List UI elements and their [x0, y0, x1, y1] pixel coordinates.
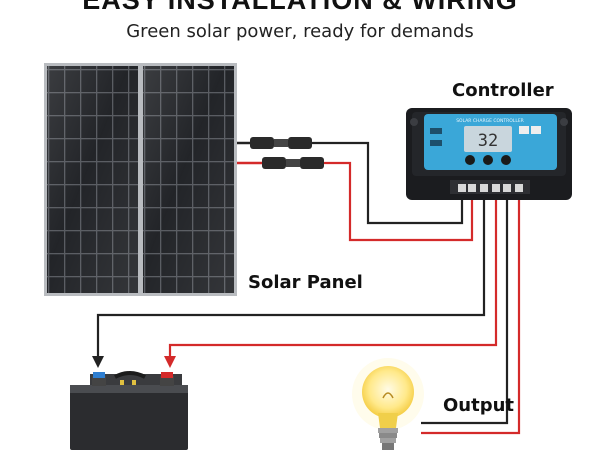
controller-button-middle	[483, 155, 493, 165]
mc4-connector-icon	[237, 137, 324, 169]
controller-display-value: 32	[478, 131, 498, 151]
load-positive-wire	[421, 192, 521, 435]
page-headline: EASY INSTALLATION & WIRING	[82, 0, 518, 15]
panel-negative-wire	[312, 141, 464, 225]
controller-label: Controller	[452, 80, 554, 101]
solar-panel-icon	[44, 63, 237, 296]
battery-icon	[70, 371, 188, 450]
output-label: Output	[443, 395, 515, 416]
battery-negative-wire	[96, 192, 486, 360]
charge-controller-icon: SOLAR CHARGE CONTROLLER 32	[406, 108, 572, 200]
battery-positive-wire	[168, 192, 498, 360]
controller-button-right	[501, 155, 511, 165]
panel-positive-wire	[324, 161, 474, 242]
wires	[96, 141, 521, 435]
page-subtitle: Green solar power, ready for demands	[126, 21, 474, 42]
controller-brand-text: SOLAR CHARGE CONTROLLER	[456, 118, 524, 124]
light-bulb-icon	[352, 358, 424, 450]
controller-button-left	[465, 155, 475, 165]
battery-terminal-arrows	[92, 356, 176, 368]
solar-panel-label: Solar Panel	[248, 272, 363, 293]
load-negative-wire	[421, 192, 509, 425]
